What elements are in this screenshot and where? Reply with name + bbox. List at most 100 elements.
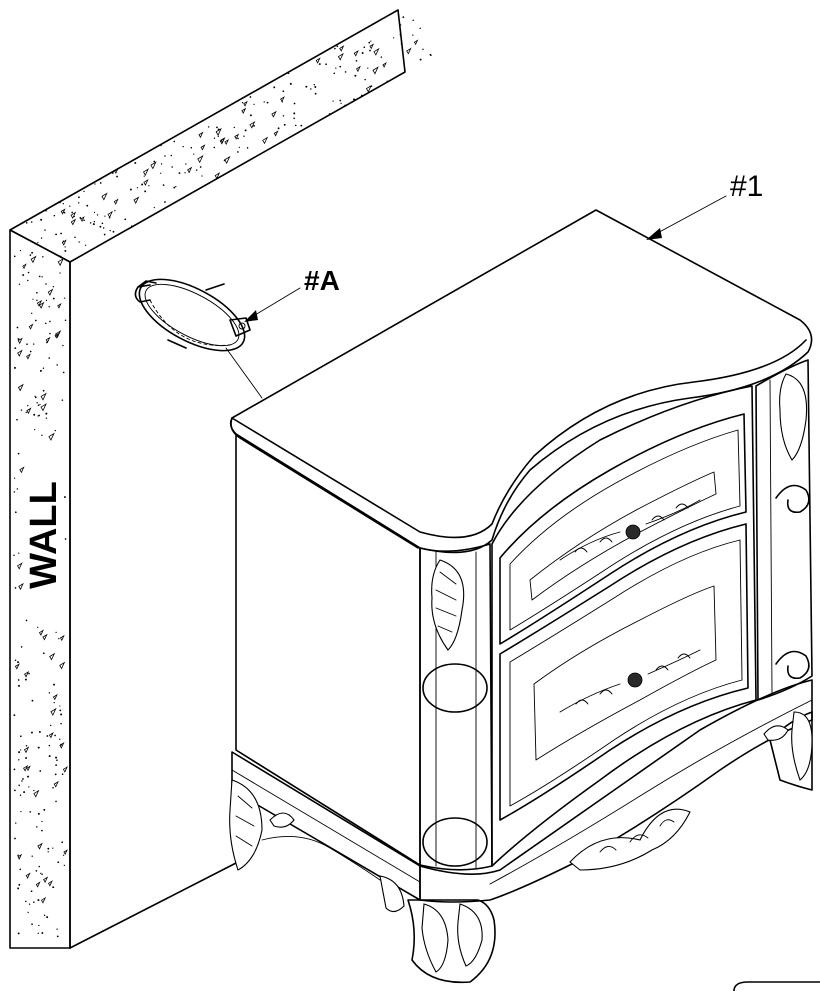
wall-texture-dot	[96, 214, 99, 216]
wall-texture-dot	[55, 233, 57, 236]
wall-texture-triangle	[40, 392, 47, 401]
wall-texture-triangle	[356, 65, 361, 73]
wall-texture-triangle	[17, 853, 23, 860]
wall-texture-dot	[430, 54, 432, 56]
wall-texture-dot	[13, 477, 16, 479]
wall-texture-dot	[45, 283, 47, 285]
wall-texture-dot	[136, 187, 139, 189]
wall-texture-triangle	[49, 652, 56, 661]
wall-texture-triangle	[280, 96, 285, 103]
wall-texture-dot	[305, 85, 308, 88]
wall-texture-triangle	[224, 138, 230, 146]
wall-texture-dot	[263, 101, 265, 103]
wall-texture-dot	[266, 101, 269, 104]
wall-texture-dot	[314, 86, 317, 88]
wall-texture-triangle	[39, 301, 45, 309]
wall-texture-dot	[64, 538, 67, 540]
wall-texture-dot	[195, 169, 198, 171]
wall-texture-dot	[13, 366, 16, 369]
wall-texture-dot	[58, 637, 60, 640]
wall-texture-dot	[14, 511, 17, 514]
wall-texture-dot	[273, 86, 276, 89]
wall-texture-dot	[253, 103, 255, 105]
wall-texture-dot	[39, 770, 42, 772]
wall-texture-dot	[46, 735, 49, 737]
wall-texture-dot	[13, 255, 16, 258]
wall-texture-dot	[19, 868, 22, 871]
wall-texture-dot	[19, 794, 22, 796]
strap-line	[225, 347, 263, 399]
wall-texture-dot	[62, 202, 64, 205]
wall-texture-triangle	[63, 849, 68, 855]
wall-texture-dot	[18, 883, 21, 886]
wall-texture-triangle	[150, 161, 157, 170]
wall-texture-dot	[25, 411, 27, 414]
wall-texture-dot	[25, 900, 27, 903]
wall-texture-triangle	[22, 263, 27, 270]
wall-texture-dot	[371, 85, 373, 88]
wall-texture-dot	[30, 221, 33, 223]
wall-texture-triangle	[249, 121, 256, 129]
wall-texture-triangle	[369, 43, 375, 50]
lower-drawer[interactable]	[499, 523, 749, 821]
wall-texture-dot	[56, 928, 58, 930]
wall-texture-dot	[23, 791, 26, 794]
wall-texture-dot	[143, 175, 145, 177]
upper-drawer[interactable]	[499, 413, 747, 645]
wall-texture-dot	[45, 210, 47, 212]
wall-texture-dot	[54, 734, 56, 737]
wall-texture-dot	[283, 123, 286, 126]
wall-texture-dot	[386, 80, 388, 83]
wall-texture-dot	[52, 786, 54, 789]
wall-texture-dot	[49, 724, 52, 727]
wall-texture-triangle	[372, 66, 379, 75]
wall-texture-triangle	[24, 670, 30, 678]
wall-texture-dot	[83, 190, 85, 193]
wall-texture-dot	[34, 429, 36, 431]
wall-texture-dot	[93, 211, 96, 213]
wall-texture-dot	[15, 822, 17, 824]
wall-texture-dot	[14, 659, 17, 662]
wall-texture-triangle	[25, 872, 31, 879]
wall-texture-dot	[380, 56, 383, 58]
wall-texture-triangle	[241, 107, 247, 114]
wall-texture-dot	[246, 147, 249, 149]
wall-texture-dot	[344, 71, 347, 73]
wall-texture-dot	[18, 552, 20, 554]
wall-texture-dot	[29, 811, 32, 813]
wall-texture-dot	[42, 389, 45, 392]
wall-texture-dot	[69, 205, 71, 207]
wall-texture-triangle	[114, 167, 119, 175]
wall-texture-dot	[60, 743, 63, 746]
wall-texture-dot	[77, 202, 80, 204]
wall-texture-triangle	[273, 130, 279, 137]
wall-texture-dot	[28, 672, 30, 675]
wall-texture-dot	[13, 554, 15, 557]
wall-texture-dot	[53, 683, 56, 686]
upper-drawer-pull[interactable]	[559, 499, 701, 561]
wall-texture-dot	[60, 713, 63, 716]
wall-texture-dot	[281, 101, 283, 103]
wall-texture-dot	[38, 924, 40, 927]
wall-texture-dot	[19, 250, 22, 252]
wall-texture-dot	[199, 166, 202, 168]
wall-texture-dot	[182, 146, 184, 148]
wall-texture-dot	[62, 344, 64, 347]
wall-texture-dot	[116, 175, 118, 178]
wall-texture-dot	[31, 855, 33, 857]
wall-texture-dot	[38, 275, 41, 278]
wall-texture-triangle	[353, 50, 359, 57]
wall	[9, 9, 432, 949]
wall-texture-dot	[148, 185, 150, 187]
wall-texture-dot	[422, 48, 424, 51]
wall-texture-triangle	[43, 876, 49, 883]
wall-texture-dot	[103, 233, 106, 236]
wall-texture-triangle	[406, 47, 412, 55]
wall-texture-dot	[45, 417, 48, 419]
wall-texture-dot	[114, 210, 116, 212]
wall-texture-dot	[52, 847, 54, 849]
wall-texture-triangle	[55, 330, 62, 339]
lower-drawer-pull[interactable]	[559, 649, 701, 713]
wall-texture-dot	[25, 222, 28, 224]
